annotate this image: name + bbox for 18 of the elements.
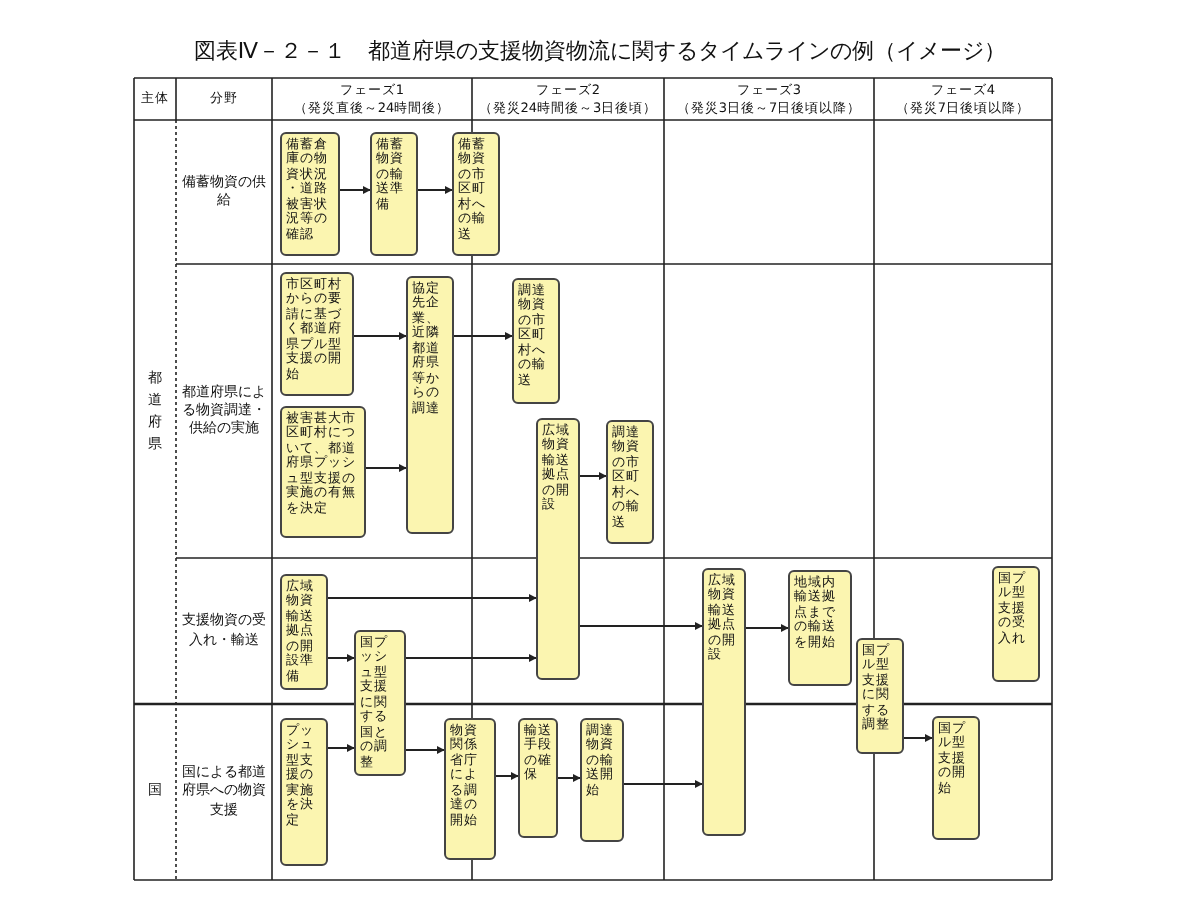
arrow — [453, 332, 513, 340]
arrow — [557, 774, 581, 782]
arrow — [339, 186, 371, 194]
arrow — [417, 186, 453, 194]
arrow — [579, 472, 607, 480]
arrow — [745, 624, 789, 632]
arrow — [579, 622, 703, 630]
arrow — [495, 772, 519, 780]
arrow — [327, 744, 355, 752]
title: 図表Ⅳ－２－１ 都道府県の支援物資物流に関するタイムラインの例（イメージ） — [191, 36, 1009, 68]
arrow — [327, 594, 537, 602]
arrow — [405, 746, 445, 754]
arrow — [365, 464, 407, 472]
arrow — [353, 332, 407, 340]
arrow — [623, 780, 703, 788]
arrow — [327, 654, 355, 662]
arrow — [903, 734, 933, 742]
arrow — [405, 654, 537, 662]
